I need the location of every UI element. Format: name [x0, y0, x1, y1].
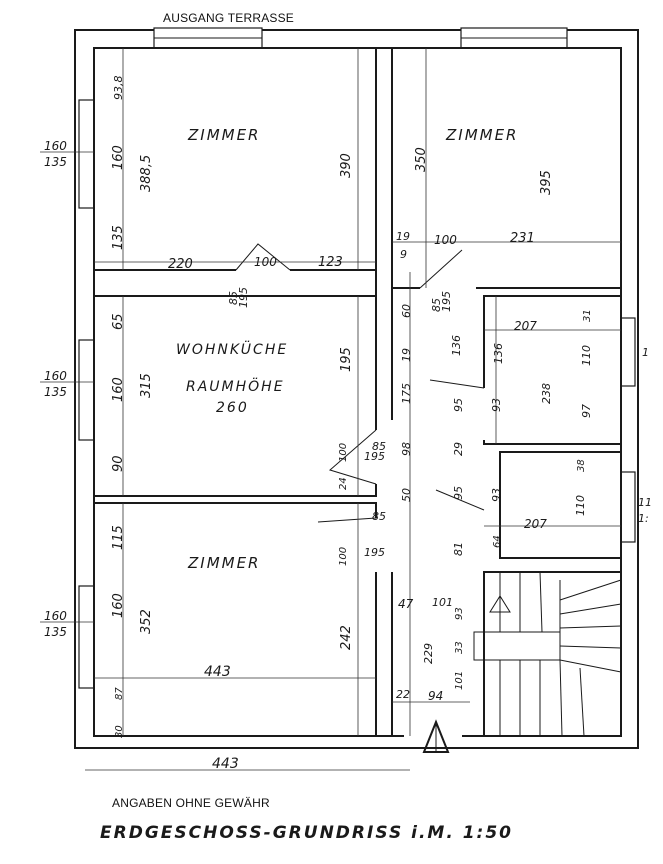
dim-label: 9	[400, 248, 407, 261]
dim-label: 85	[372, 440, 386, 453]
dim-label: 33	[454, 641, 465, 654]
dim-label: 101	[454, 671, 465, 690]
terrace-exit-label: AUSGANG TERRASSE	[163, 11, 295, 25]
dim-label: 195	[237, 287, 250, 308]
dim-label: 100	[338, 443, 349, 462]
dim-label: 350	[414, 147, 429, 172]
dim-label: 100	[338, 547, 349, 566]
door-swings	[235, 243, 485, 523]
outer-walls	[74, 29, 639, 749]
window-dim-label: 135	[44, 625, 67, 639]
dim-label: 231	[510, 231, 535, 246]
kitchen-height-label: RAUMHÖHE	[186, 377, 285, 395]
dim-label: 65	[111, 313, 126, 330]
dim-label: 30	[114, 725, 125, 738]
dim-label: 64	[492, 535, 503, 548]
door-openings	[236, 266, 488, 740]
room-label-top-left: ZIMMER	[187, 126, 260, 144]
dim-label: 29	[452, 442, 465, 456]
room-label-bottom-left: ZIMMER	[187, 554, 260, 572]
dim-label: 229	[422, 643, 435, 664]
dim-label: 388,5	[139, 155, 154, 192]
dim-label: 85	[430, 298, 443, 312]
dim-label: 50	[400, 488, 413, 502]
kitchen-height-value: 260	[216, 400, 249, 416]
dim-label: 160	[111, 377, 126, 402]
dim-label: 207	[514, 319, 537, 333]
dim-label: 443	[204, 664, 231, 680]
window-dim-label: 1:	[638, 512, 649, 525]
dim-label: 85	[227, 291, 240, 305]
window-dim-label: 160	[44, 609, 67, 623]
dim-label: 31	[582, 309, 593, 322]
staircase	[473, 571, 622, 737]
top-windows	[153, 27, 568, 49]
dim-label: 238	[540, 383, 553, 404]
dim-label: 136	[492, 343, 505, 364]
dim-label: 115	[111, 525, 126, 550]
dim-label: 19	[396, 230, 410, 243]
dim-label: 95	[452, 486, 465, 500]
dim-label: 160	[111, 145, 126, 170]
dimension-lines	[40, 48, 621, 771]
dim-label: 95	[452, 398, 465, 412]
dim-label: 81	[452, 542, 465, 556]
dim-label: 101	[432, 596, 453, 609]
dim-label: 19	[400, 348, 413, 362]
dim-label: 97	[580, 404, 593, 418]
dim-label: 207	[524, 517, 547, 531]
dim-label: 24	[338, 477, 349, 490]
disclaimer: ANGABEN OHNE GEWÄHR	[112, 796, 270, 810]
room-label-top-right: ZIMMER	[445, 126, 518, 144]
dim-label: 93	[490, 398, 503, 412]
window-dim-label: 135	[44, 155, 67, 169]
window-dim-label: 1	[642, 346, 649, 359]
dim-label: 38	[576, 459, 587, 472]
dim-label: 195	[440, 291, 453, 312]
inner-walls	[93, 47, 622, 737]
dim-label: 98	[400, 442, 413, 456]
dim-label: 123	[318, 255, 343, 270]
dim-label: 93,8	[112, 76, 125, 101]
entrance-arrow	[422, 719, 450, 753]
dim-label: 443	[212, 756, 239, 772]
dim-label: 93	[454, 607, 465, 620]
dim-label: 47	[398, 597, 414, 611]
dim-label: 195	[339, 347, 354, 372]
dim-label: 94	[428, 689, 443, 703]
dim-label: 195	[364, 450, 385, 463]
dim-label: 390	[339, 153, 354, 178]
dim-label: 136	[450, 335, 463, 356]
dim-label: 195	[364, 546, 385, 559]
dim-label: 242	[339, 625, 354, 650]
dim-label: 22	[396, 688, 410, 701]
dim-label: 352	[139, 609, 154, 634]
dim-label: 110	[574, 495, 587, 516]
room-label-kitchen: WOHNKÜCHE	[176, 340, 288, 358]
plan-title: ERDGESCHOSS-GRUNDRISS i.M. 1:50	[100, 823, 513, 843]
left-windows	[78, 99, 95, 689]
dim-label: 135	[111, 225, 126, 250]
window-dim-label: 11	[638, 496, 652, 509]
dim-label: 100	[254, 255, 277, 269]
dim-label: 93	[490, 488, 503, 502]
window-dim-label: 160	[44, 139, 67, 153]
dim-label: 220	[168, 257, 193, 272]
window-dim-label: 135	[44, 385, 67, 399]
dim-label: 175	[400, 383, 413, 404]
window-dim-label: 160	[44, 369, 67, 383]
dim-label: 90	[111, 455, 126, 472]
dim-label: 160	[111, 593, 126, 618]
dim-label: 395	[539, 170, 554, 195]
dim-label: 60	[400, 304, 413, 318]
right-windows	[620, 317, 636, 543]
dim-label: 110	[580, 345, 593, 366]
dim-label: 100	[434, 233, 457, 247]
dim-label: 87	[114, 687, 125, 700]
dim-label: 315	[139, 373, 154, 398]
dim-label: 85	[372, 510, 386, 523]
